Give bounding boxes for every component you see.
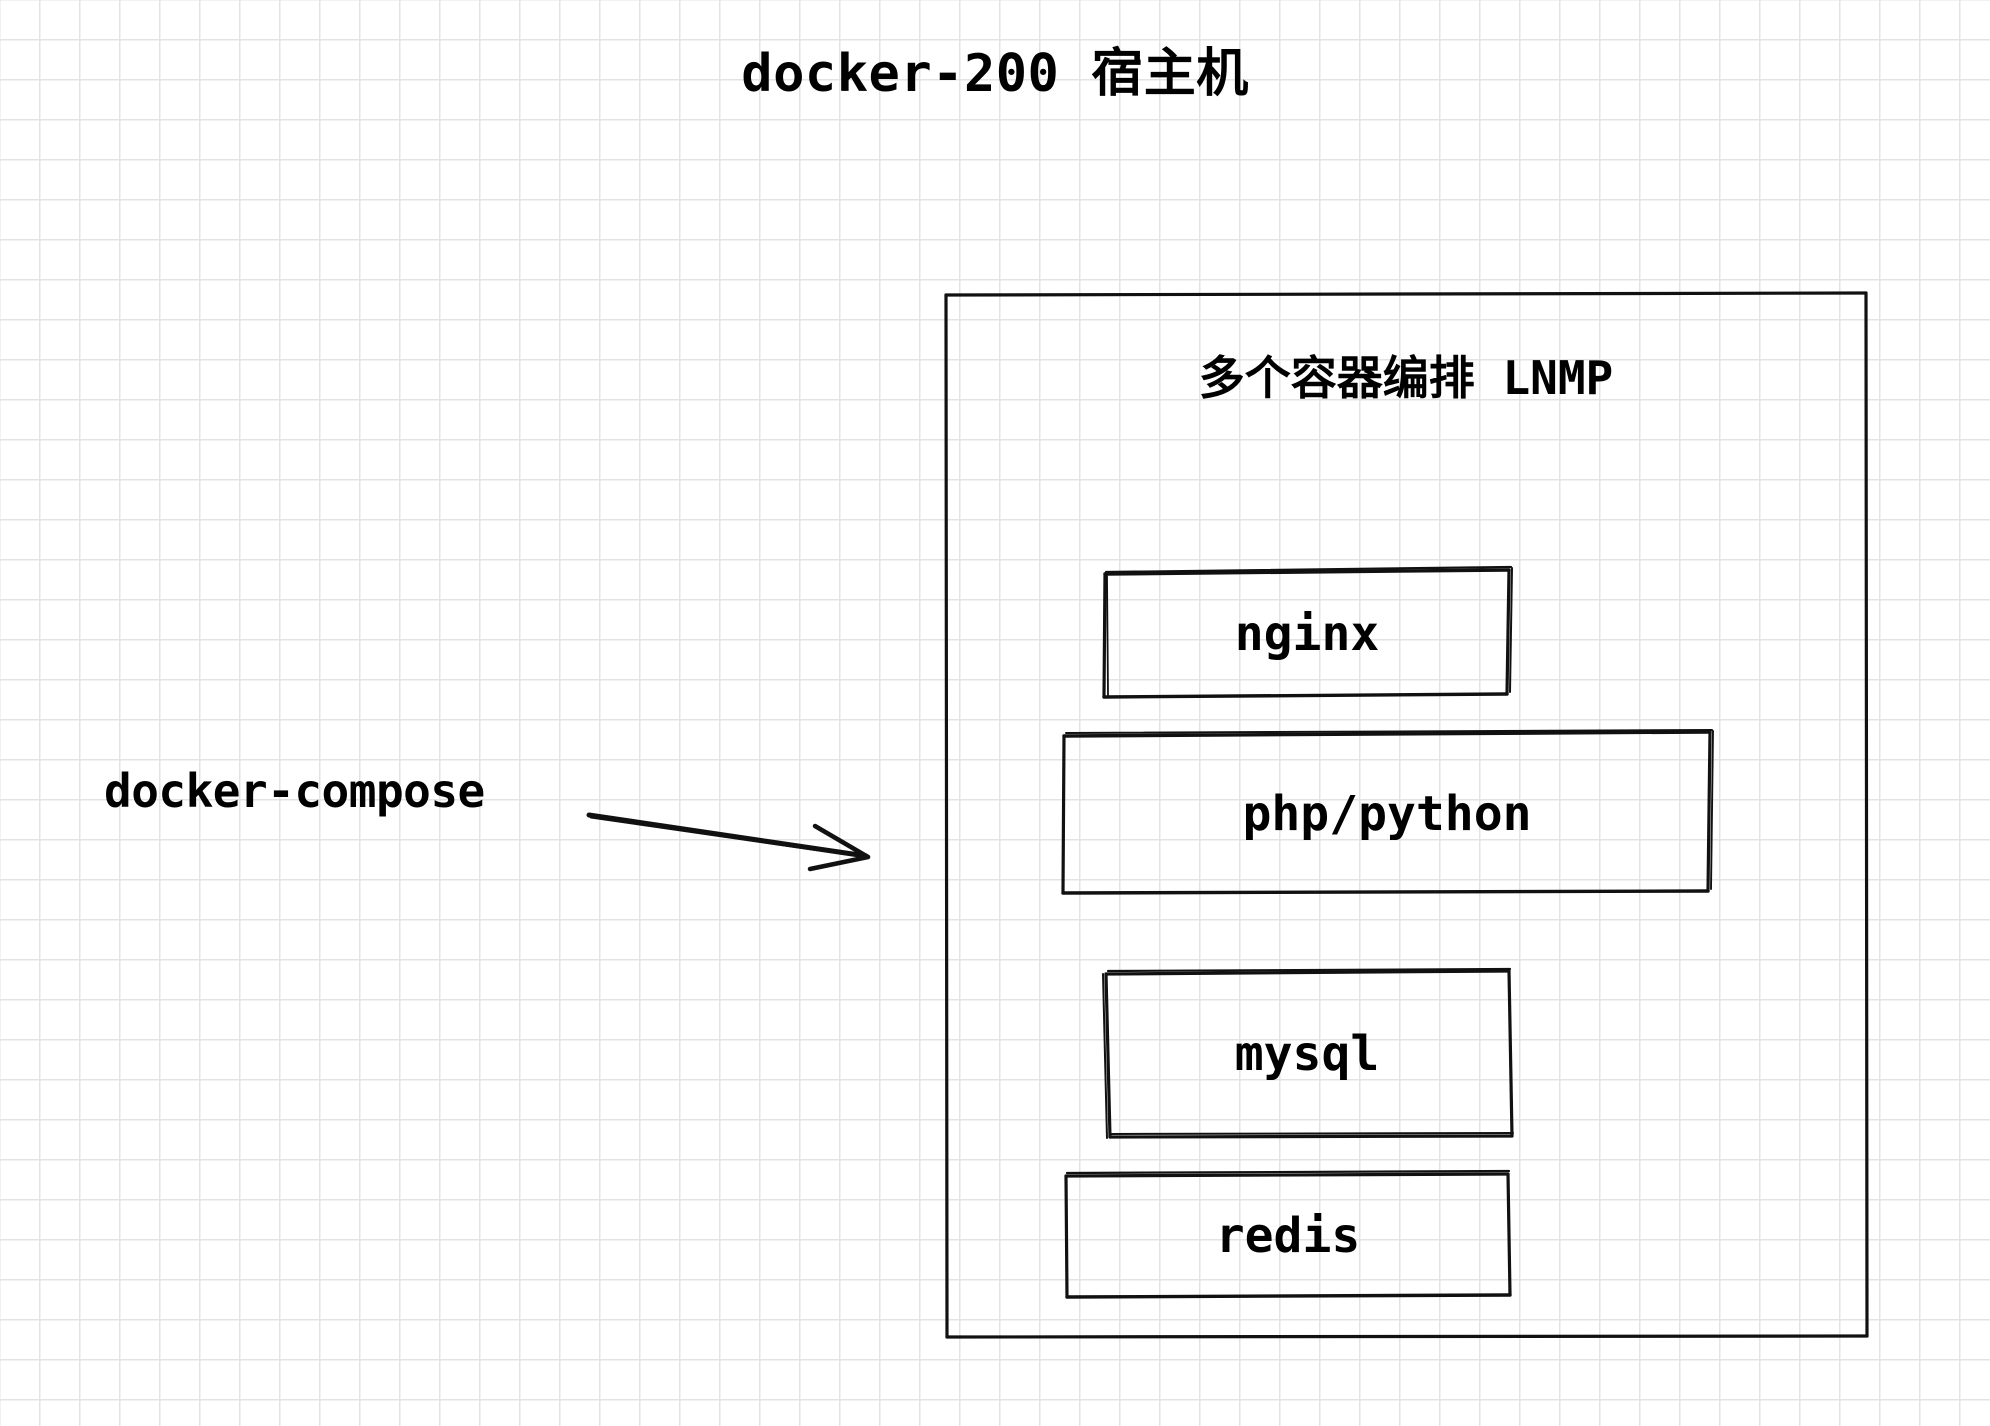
service-box-mysql: mysql [1234, 1026, 1380, 1082]
orchestration-title: 多个容器编排 LNMP [946, 355, 1866, 401]
service-box-nginx: nginx [1234, 606, 1380, 662]
arrow-right-icon [586, 812, 871, 872]
orchestration-title-ascii: LNMP [1502, 351, 1614, 405]
host-title-ascii: docker-200 [741, 44, 1060, 104]
host-title-cjk: 宿主机 [1091, 44, 1249, 104]
orchestration-title-cjk: 多个容器编排 [1198, 351, 1475, 405]
service-box-redis: redis [1215, 1208, 1361, 1264]
service-box-php-python: php/python [1242, 786, 1532, 842]
host-title: docker-200 宿主机 [0, 48, 1990, 100]
docker-compose-label: docker-compose [104, 764, 485, 818]
